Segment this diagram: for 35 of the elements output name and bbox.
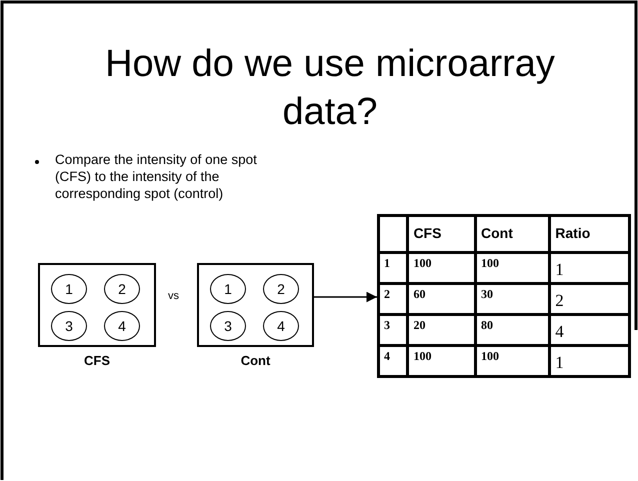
table-cell: 2 (378, 284, 408, 314)
vs-label: vs (168, 290, 179, 302)
spot-circle: 2 (104, 274, 140, 304)
arrow (314, 292, 377, 302)
table-cell: 100 (408, 346, 476, 376)
spot-circle: 3 (210, 311, 246, 341)
bullet-text: Compare the intensity of one spot (CFS) to the intensity of the corresponding spot (control) (55, 151, 258, 202)
array-caption: Cont (240, 353, 272, 368)
table-cell: 100 (408, 252, 476, 284)
table-cell: 4 (550, 314, 630, 346)
array-slide (197, 263, 314, 347)
table-cell: 80 (475, 314, 550, 346)
spot-circle: 3 (51, 311, 87, 341)
table-cell: 2 (550, 284, 630, 314)
table-cell: 4 (378, 346, 408, 376)
array-slide (38, 263, 156, 347)
table-cell: 100 (475, 252, 550, 284)
table-cell: 60 (408, 284, 476, 314)
table-cell: 3 (378, 314, 408, 346)
header-cell: Ratio (550, 216, 630, 252)
slide-title: How do we use microarray data? (104, 42, 556, 135)
header-cell: CFS (408, 216, 476, 252)
table-cell: 1 (550, 346, 630, 376)
array-caption: CFS (83, 353, 111, 368)
spot-circle: 4 (263, 311, 299, 341)
spot-circle: 1 (210, 274, 246, 304)
table-cell: 100 (475, 346, 550, 376)
spot-circle: 4 (104, 311, 140, 341)
table-cell: 1 (550, 252, 630, 284)
table-cell: 1 (378, 252, 408, 284)
spot-circle: 2 (263, 274, 299, 304)
header-cell: Cont (475, 216, 550, 252)
spot-circle: 1 (51, 274, 87, 304)
table-cell: 30 (475, 284, 550, 314)
table-cell: 20 (408, 314, 476, 346)
